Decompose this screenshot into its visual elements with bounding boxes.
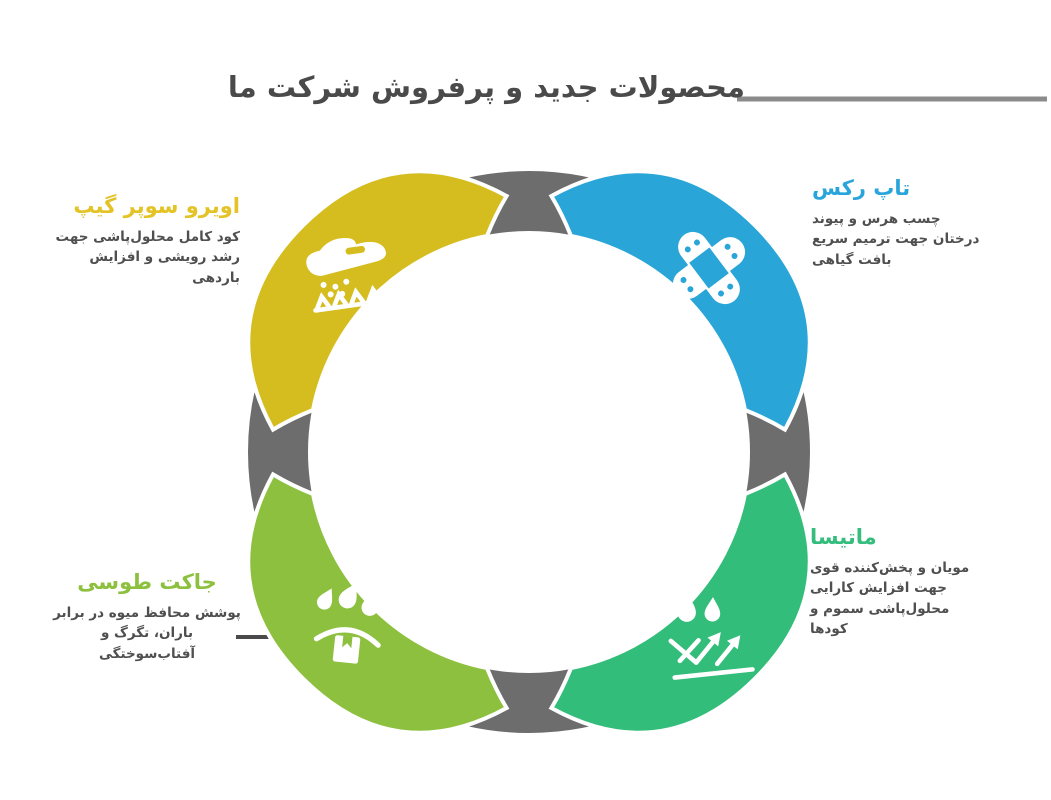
product-name-light-green: جاکت طوسی xyxy=(77,570,217,594)
diagram-title: محصولات جدید و پرفروش شرکت ما xyxy=(227,70,745,104)
segment-shape-green xyxy=(548,471,812,735)
crossed-bandages-icon xyxy=(672,231,746,305)
rain-protected-package-icon xyxy=(313,583,381,664)
product-block-bottom-right: ماتیسا مویان و پخش‌کننده قوی جهت افزایش … xyxy=(810,525,982,639)
segment-shape-light-green xyxy=(246,471,510,735)
crop-duster-icon xyxy=(306,238,391,313)
segment-bandage xyxy=(548,169,812,433)
product-block-bottom-left: جاکت طوسی پوشش محافظ میوه در برابر باران… xyxy=(52,570,242,664)
product-description-green: مویان و پخش‌کننده قوی جهت افزایش کارایی … xyxy=(810,560,970,637)
product-description-yellow: کود کامل محلول‌پاشی جهت رشد رویشی و افزا… xyxy=(55,229,240,286)
product-block-top-right: تاپ رکس چسب هرس و پیوند درختان جهت ترمیم… xyxy=(812,176,980,270)
water-repellent-icon xyxy=(668,593,755,680)
product-name-green: ماتیسا xyxy=(810,525,877,549)
product-block-top-left: اویرو سوپر گیپ کود کامل محلول‌پاشی جهت ر… xyxy=(55,194,240,288)
product-name-blue: تاپ رکس xyxy=(812,176,911,200)
segment-water-repellent xyxy=(548,471,812,735)
product-description-light-green: پوشش محافظ میوه در برابر باران، تگرگ و آ… xyxy=(53,605,241,662)
segment-crop-duster xyxy=(246,169,510,433)
segment-shape-yellow xyxy=(246,169,510,433)
ring xyxy=(248,171,810,733)
product-name-yellow: اویرو سوپر گیپ xyxy=(73,194,240,218)
product-description-blue: چسب هرس و پیوند درختان جهت ترمیم سریع با… xyxy=(812,211,980,268)
segment-shape-blue xyxy=(548,169,812,433)
segment-rain-protection xyxy=(246,471,510,735)
